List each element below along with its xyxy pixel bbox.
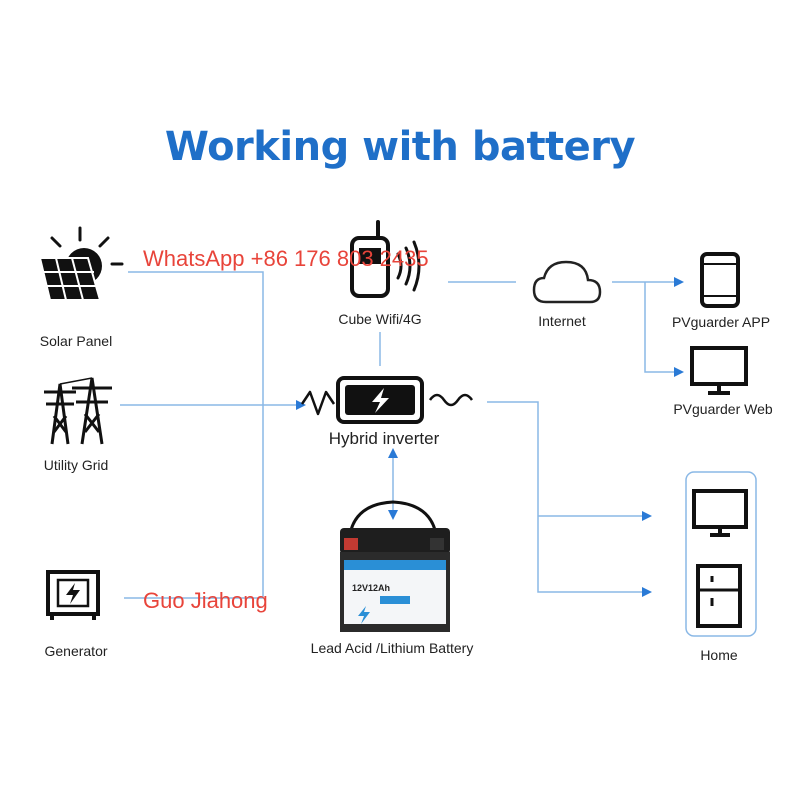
battery-icon	[340, 500, 450, 632]
cube-wifi-icon	[350, 220, 421, 298]
utility-grid-label: Utility Grid	[43, 457, 109, 473]
web-label: PVguarder Web	[673, 401, 773, 417]
battery-label: Lead Acid /Lithium Battery	[310, 640, 474, 656]
watermark-name: Guo Jiahong	[143, 588, 268, 613]
monitor-icon	[690, 346, 748, 395]
generator-icon	[46, 570, 100, 620]
app-label: PVguarder APP	[671, 314, 771, 330]
line-inverter-home	[487, 401, 652, 597]
home-label: Home	[700, 647, 738, 663]
utility-grid-icon	[44, 377, 112, 445]
battery-model-text: 12V12Ah	[352, 583, 391, 593]
diagram-title: Working with battery	[164, 124, 636, 170]
solar-panel-label: Solar Panel	[39, 333, 113, 349]
inverter-label: Hybrid inverter	[328, 429, 440, 448]
cube-wifi-label: Cube Wifi/4G	[338, 311, 422, 327]
hybrid-inverter-icon	[300, 376, 474, 424]
line-solar	[124, 271, 264, 599]
cloud-icon	[532, 260, 602, 304]
watermark-contact: WhatsApp +86 176 803 2435	[143, 246, 429, 271]
internet-label: Internet	[538, 313, 586, 329]
solar-panel-icon	[38, 226, 124, 301]
phone-icon	[700, 252, 740, 308]
line-internet-web	[644, 282, 684, 377]
home-icon	[685, 471, 757, 637]
generator-label: Generator	[44, 643, 108, 659]
